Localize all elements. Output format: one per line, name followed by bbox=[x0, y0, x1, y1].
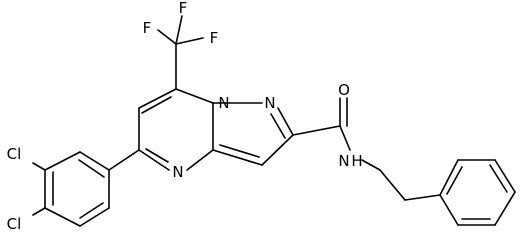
atom-o: O bbox=[338, 81, 350, 99]
bond-carbonyl-n bbox=[339, 125, 351, 151]
atom-n2: N bbox=[264, 94, 275, 112]
bond-c5-n4-double bbox=[145, 148, 169, 163]
bond-ph-4-double bbox=[489, 164, 508, 193]
bond-c3-c3a bbox=[212, 149, 263, 166]
bond-c5-ar bbox=[108, 149, 140, 171]
atom-f3: F bbox=[210, 29, 219, 47]
bond-c2-ccarbonyl bbox=[292, 125, 341, 136]
bond-ph-4 bbox=[494, 159, 516, 193]
bond-c7-c6-double bbox=[141, 96, 172, 114]
atom-amide-n: N bbox=[338, 152, 349, 170]
bond-ph-6-double bbox=[446, 166, 463, 195]
bond-layer bbox=[32, 15, 516, 227]
atom-n4: N bbox=[172, 163, 183, 181]
bond-c7-n1 bbox=[175, 88, 214, 104]
bond-ph-3 bbox=[494, 191, 516, 226]
bond-ph-1 bbox=[439, 194, 459, 226]
bond-cf3-f3 bbox=[175, 37, 204, 45]
bond-n2-c2-double bbox=[270, 113, 286, 139]
bond-ar-cl2 bbox=[32, 207, 46, 216]
bond-ar-2 bbox=[44, 151, 81, 171]
bond-c2-c3 bbox=[261, 134, 294, 166]
bond-ar-5-double bbox=[79, 202, 104, 219]
atom-f1: F bbox=[143, 19, 152, 37]
bond-c7-c6 bbox=[138, 88, 177, 109]
atom-n1: N bbox=[218, 94, 229, 112]
atom-cl1: Cl bbox=[7, 145, 22, 163]
bond-n-ch2a bbox=[361, 159, 381, 171]
atom-f2: F bbox=[179, 0, 188, 17]
bond-ph-6 bbox=[439, 159, 459, 196]
bond-ar-1-double bbox=[78, 159, 105, 178]
bond-ar-5 bbox=[79, 207, 110, 227]
bond-cf3-f2 bbox=[175, 15, 183, 45]
bond-ar-4 bbox=[44, 207, 81, 227]
bond-ch2b-ipso bbox=[404, 194, 441, 201]
atom-label-layer: F F F O N N N N H Cl Cl bbox=[7, 0, 363, 233]
bond-c3-c3a-double bbox=[219, 144, 260, 158]
bond-ar-cl1 bbox=[32, 162, 46, 171]
bond-ch2a-ch2b bbox=[379, 169, 406, 201]
bond-c5-n4 bbox=[138, 149, 170, 171]
bond-n2-c2 bbox=[277, 107, 294, 136]
atom-cl2: Cl bbox=[7, 215, 22, 233]
bond-n4-c3a bbox=[186, 149, 214, 171]
atom-amide-h: H bbox=[351, 152, 362, 170]
bond-ar-1 bbox=[79, 151, 110, 171]
bond-cf3-f1 bbox=[157, 29, 177, 45]
